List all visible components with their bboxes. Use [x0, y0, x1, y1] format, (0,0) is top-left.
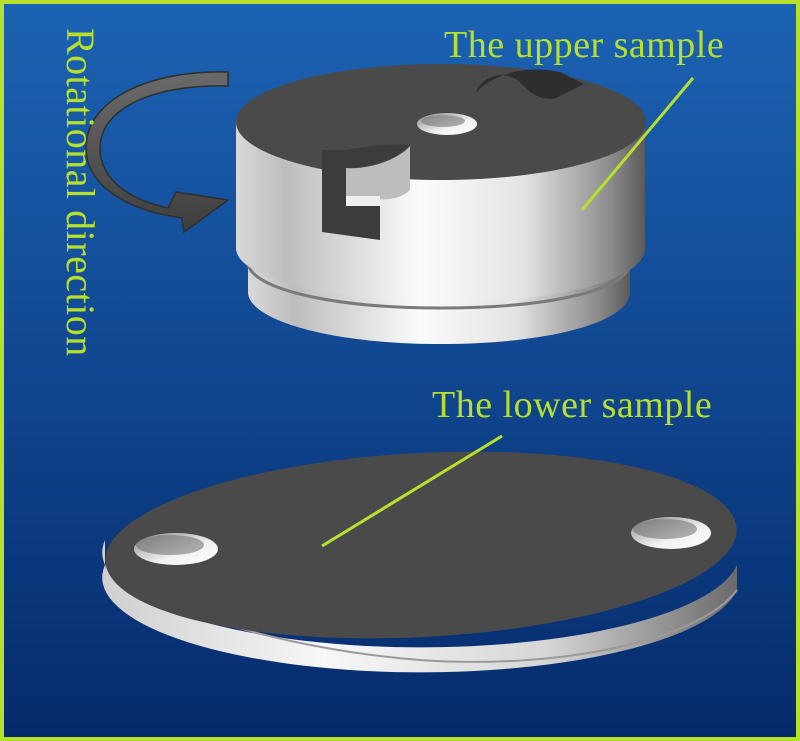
- upper-sample-cylinder: [236, 64, 646, 344]
- lower-sample-label: The lower sample: [432, 384, 713, 426]
- upper-sample-leader: [580, 77, 695, 211]
- upper-sample-t-slot-floor: [346, 196, 380, 206]
- lower-sample-disc: [102, 451, 738, 673]
- lower-sample-hole-left-shadow: [136, 535, 204, 555]
- rotational-direction-label: Rotational direction: [58, 28, 103, 357]
- upper-sample-center-hole-shadow: [421, 115, 465, 127]
- upper-sample-top-notch: [476, 69, 584, 99]
- upper-sample-label: The upper sample: [444, 24, 725, 66]
- lower-sample-hole-right-shadow: [633, 519, 697, 539]
- upper-sample-t-slot: [322, 144, 410, 240]
- curved-arrow-icon: [85, 71, 230, 234]
- upper-sample-ring-groove: [246, 261, 632, 310]
- lower-sample-leader: [321, 434, 503, 548]
- lower-sample-side: [102, 540, 738, 673]
- lower-sample-top-face: [105, 451, 737, 639]
- upper-sample-t-slot-inner: [346, 146, 410, 200]
